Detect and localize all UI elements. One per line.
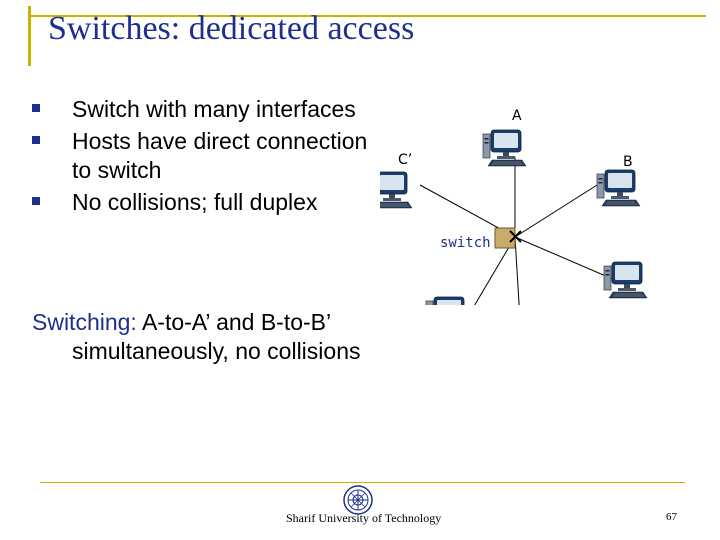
host-c-prime-computer-icon	[380, 171, 413, 209]
title-accent-vertical-line	[28, 6, 31, 66]
square-bullet-icon	[32, 197, 40, 205]
link-b-prime	[474, 236, 516, 305]
footer-university-name: Sharif University of Technology	[286, 511, 442, 525]
host-c-computer-icon	[603, 261, 648, 299]
title-accent-horizontal-line	[28, 15, 706, 17]
host-a-computer-icon	[482, 129, 527, 167]
footer-divider	[40, 482, 685, 483]
bullet-list: Switch with many interfaces Hosts have d…	[30, 95, 390, 220]
host-b-prime-computer-icon	[425, 296, 470, 305]
bullet-item: Hosts have direct connection to switch	[30, 127, 390, 185]
bullet-text: No collisions; full duplex	[72, 189, 318, 215]
switching-paragraph: Switching: A-to-A’ and B-to-B’ simultane…	[32, 308, 422, 366]
host-a-label: A	[512, 108, 522, 124]
square-bullet-icon	[32, 136, 40, 144]
link-b	[514, 179, 606, 238]
bullet-text: Hosts have direct connection to switch	[72, 128, 368, 183]
host-c-prime-label: C’	[398, 152, 412, 168]
page-number: 67	[666, 511, 677, 523]
slide-title: Switches: dedicated access	[48, 10, 415, 47]
switch-label: switch	[440, 235, 491, 251]
switching-text: A-to-A’ and B-to-B’ simultaneously, no c…	[72, 309, 361, 364]
switching-label: Switching:	[32, 309, 137, 335]
host-b-computer-icon	[596, 169, 641, 207]
university-seal-icon	[343, 485, 373, 515]
switch-network-diagram: switch A B C C’ B’ A’	[380, 108, 648, 305]
square-bullet-icon	[32, 104, 40, 112]
bullet-item: No collisions; full duplex	[30, 188, 390, 217]
switch-icon	[494, 227, 522, 249]
host-b-label: B	[623, 154, 633, 170]
bullet-item: Switch with many interfaces	[30, 95, 390, 124]
link-a-prime	[514, 236, 520, 305]
bullet-text: Switch with many interfaces	[72, 96, 356, 122]
